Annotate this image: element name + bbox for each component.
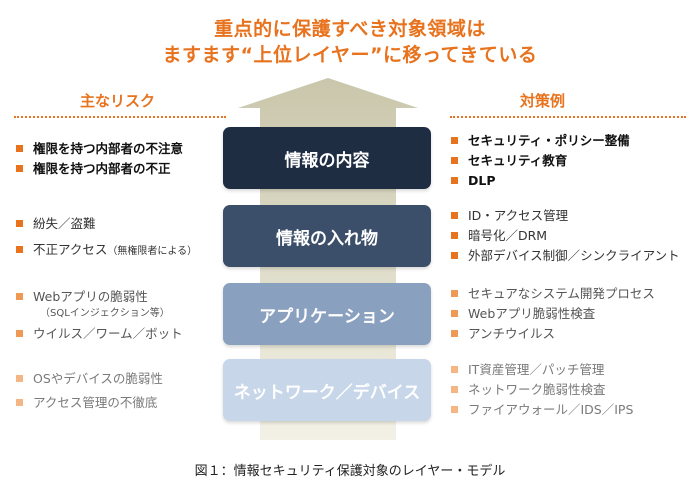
measure-item: Webアプリ脆弱性検査 [451,304,655,324]
layer-information-container: 情報の入れ物 [223,205,431,267]
figure-caption: 図１：情報セキュリティ保護対象のレイヤー・モデル [194,464,506,479]
bullet-icon [451,177,458,184]
bullet-icon [451,366,458,373]
measure-item: ネットワーク脆弱性検査 [451,380,633,400]
measure-item: セキュリティ教育 [451,151,630,171]
measure-text: ID・アクセス管理 [468,208,569,223]
bullet-icon [451,310,458,317]
measure-list-network: IT資産管理／パッチ管理 ネットワーク脆弱性検査 ファイアウォール／IDS／IP… [451,360,633,420]
risk-text: 不正アクセス [33,242,108,257]
measure-item: ID・アクセス管理 [451,206,680,226]
risk-text: OSやデバイスの脆弱性 [33,371,163,386]
measure-header-divider [450,116,686,118]
bullet-icon [451,212,458,219]
measure-column-header: 対策例 [520,92,566,110]
bullet-icon [16,399,23,406]
risk-header-divider [14,116,226,118]
risk-note: （無権限者による） [107,246,198,257]
bullet-icon [451,157,458,164]
layer-network-device: ネットワーク／デバイス [223,359,431,421]
bullet-icon [451,232,458,239]
measure-item: ファイアウォール／IDS／IPS [451,400,633,420]
bullet-icon [451,290,458,297]
measure-item: セキュリティ・ポリシー整備 [451,131,630,151]
layer-information-content: 情報の内容 [223,127,431,189]
bullet-icon [16,165,23,172]
bullet-icon [451,386,458,393]
risk-text: ウイルス／ワーム／ボット [33,326,183,341]
measure-list-container: ID・アクセス管理 暗号化／DRM 外部デバイス制御／シンクライアント [451,206,680,266]
risk-text: 権限を持つ内部者の不正 [33,161,171,176]
measure-text: セキュアなシステム開発プロセス [468,286,655,301]
measure-text: ファイアウォール／IDS／IPS [468,402,634,417]
bullet-icon [16,375,23,382]
risk-item: 権限を持つ内部者の不正 [16,159,183,179]
risk-list-network: OSやデバイスの脆弱性 アクセス管理の不徹底 [16,369,163,413]
bullet-icon [16,220,23,227]
risk-item: 不正アクセス（無権限者による） [16,240,197,262]
risk-text: 権限を持つ内部者の不注意 [33,141,184,156]
risk-text: アクセス管理の不徹底 [33,395,158,410]
measure-text: セキュリティ・ポリシー整備 [468,133,630,148]
risk-list-container: 紛失／盗難 不正アクセス（無権限者による） [16,214,197,262]
measure-text: IT資産管理／パッチ管理 [468,362,605,377]
measure-list-content: セキュリティ・ポリシー整備 セキュリティ教育 DLP [451,131,630,191]
risk-column-header: 主なリスク [80,92,156,110]
risk-item: ウイルス／ワーム／ボット [16,324,183,344]
bullet-icon [451,252,458,259]
risk-item: 権限を持つ内部者の不注意 [16,139,183,159]
risk-item: Webアプリの脆弱性 [16,287,183,307]
title-line-1: 重点的に保護すべき対象領域は [214,18,486,40]
measure-text: 外部デバイス制御／シンクライアント [468,248,680,263]
bullet-icon [16,246,23,253]
bullet-icon [451,330,458,337]
bullet-icon [451,137,458,144]
layer-application: アプリケーション [223,283,431,345]
risk-item: OSやデバイスの脆弱性 [16,369,163,389]
title-line-2: ますます“上位レイヤー”に移ってきている [162,44,538,66]
measure-text: セキュリティ教育 [468,153,568,168]
risk-list-application: Webアプリの脆弱性 （SQLインジェクション等） ウイルス／ワーム／ボット [16,287,183,344]
measure-item: セキュアなシステム開発プロセス [451,284,655,304]
measure-item: 暗号化／DRM [451,226,680,246]
bullet-icon [16,145,23,152]
risk-item: 紛失／盗難 [16,214,197,234]
risk-list-content: 権限を持つ内部者の不注意 権限を持つ内部者の不正 [16,139,183,179]
measure-text: アンチウイルス [468,326,556,341]
measure-item: アンチウイルス [451,324,655,344]
measure-item: 外部デバイス制御／シンクライアント [451,246,680,266]
bullet-icon [451,406,458,413]
measure-text: Webアプリ脆弱性検査 [468,306,596,321]
measure-text: ネットワーク脆弱性検査 [468,382,606,397]
bullet-icon [16,330,23,337]
risk-item: アクセス管理の不徹底 [16,393,163,413]
risk-text: Webアプリの脆弱性 [33,289,148,304]
measure-text: DLP [468,173,496,188]
measure-item: DLP [451,171,630,191]
measure-list-application: セキュアなシステム開発プロセス Webアプリ脆弱性検査 アンチウイルス [451,284,655,344]
risk-subnote: （SQLインジェクション等） [40,308,170,319]
measure-text: 暗号化／DRM [468,228,548,243]
measure-item: IT資産管理／パッチ管理 [451,360,633,380]
risk-text: 紛失／盗難 [33,216,96,231]
bullet-icon [16,293,23,300]
